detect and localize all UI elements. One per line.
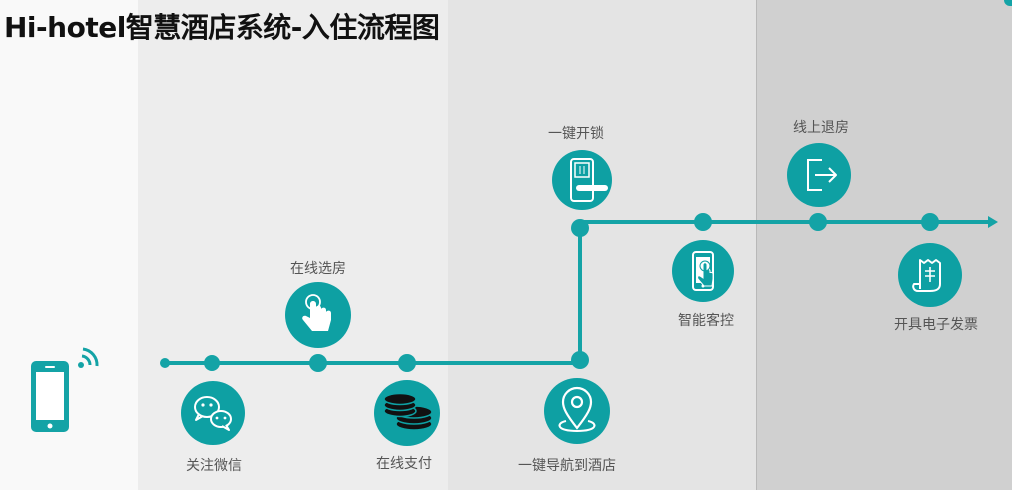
location-pin-icon	[544, 378, 610, 444]
flow-node	[571, 351, 589, 369]
step-label-invoice: 开具电子发票	[894, 317, 978, 333]
step-label-pay: 在线支付	[376, 456, 432, 472]
flow-nodes	[160, 213, 939, 372]
step-label-select-room: 在线选房	[290, 261, 346, 277]
flow-node	[398, 354, 416, 372]
coins-icon	[374, 380, 440, 446]
flow-node	[694, 213, 712, 231]
flow-node	[921, 213, 939, 231]
step-label-navigate: 一键导航到酒店	[518, 458, 616, 474]
corner-mark	[1004, 0, 1012, 6]
flow-path	[163, 220, 992, 365]
touch-hand-icon	[285, 282, 351, 348]
flow-node	[160, 358, 170, 368]
door-lock-icon	[552, 150, 612, 210]
wechat-icon	[181, 381, 245, 445]
step-label-checkout: 线上退房	[793, 120, 849, 136]
flow-arrow-head	[988, 216, 998, 228]
step-label-unlock: 一键开锁	[548, 126, 604, 142]
step-label-wechat: 关注微信	[186, 458, 242, 474]
phone-touch-icon	[672, 240, 734, 302]
page-title: Hi-hotel智慧酒店系统-入住流程图	[4, 11, 440, 44]
smartphone-wifi-icon	[31, 347, 99, 432]
flow-node	[571, 219, 589, 237]
flow-node	[309, 354, 327, 372]
stage-background-4	[756, 0, 1012, 490]
flow-node	[809, 213, 827, 231]
receipt-icon	[898, 243, 962, 307]
exit-icon	[787, 143, 851, 207]
step-label-room-control: 智能客控	[678, 313, 734, 329]
flow-node	[204, 355, 220, 371]
